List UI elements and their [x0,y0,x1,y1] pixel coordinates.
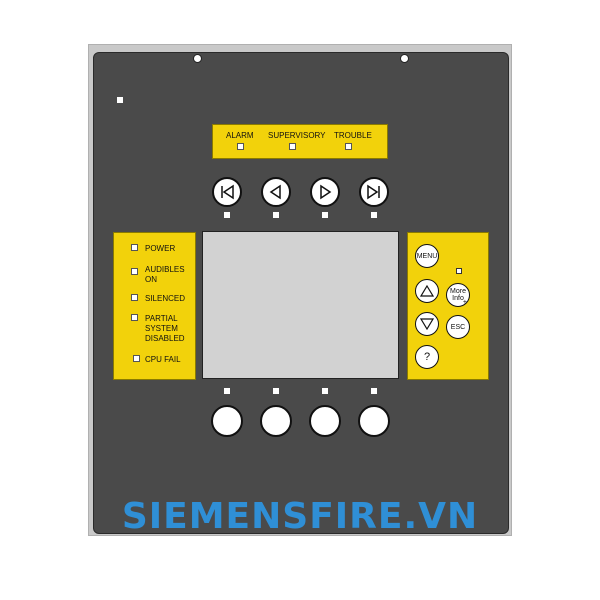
audibles-on-led [131,268,138,275]
supervisory-led [289,143,296,150]
skip-to-last-icon [367,184,380,200]
softkey-led-1 [224,388,230,394]
power-led [131,244,138,251]
trouble-label: TROUBLE [334,131,372,140]
nav-led-1 [224,212,230,218]
nav-led-4 [371,212,377,218]
mounting-hole-left [193,54,202,63]
esc-button[interactable]: ESC [446,315,470,339]
audibles-on-label-line2: ON [145,275,157,284]
previous-button[interactable] [261,177,291,207]
more-info-label-line1: More [450,288,466,295]
mounting-hole-right [400,54,409,63]
nav-led-2 [273,212,279,218]
indicator-panel: POWER AUDIBLES ON SILENCED PARTIAL SYSTE… [113,232,196,380]
softkey-4[interactable] [358,405,390,437]
up-arrow-icon [420,285,434,297]
cpu-fail-label: CPU FAIL [145,355,181,364]
softkey-3[interactable] [309,405,341,437]
lcd-display [202,231,399,379]
corner-indicator [117,97,123,103]
silenced-label: SILENCED [145,294,186,303]
skip-to-first-icon [221,184,234,200]
softkey-1[interactable] [211,405,243,437]
softkey-led-2 [273,388,279,394]
more-info-button[interactable]: More Info + [446,283,470,307]
softkey-2[interactable] [260,405,292,437]
more-info-plus: + [462,299,467,306]
partial-label-line1: PARTIAL [145,314,178,323]
more-info-led [456,268,462,274]
last-button[interactable] [359,177,389,207]
down-arrow-icon [420,318,434,330]
next-icon [320,184,332,200]
first-button[interactable] [212,177,242,207]
trouble-led [345,143,352,150]
up-button[interactable] [415,279,439,303]
more-info-label-line2: Info [452,295,464,302]
softkey-led-3 [322,388,328,394]
help-button[interactable]: ? [415,345,439,369]
softkey-led-4 [371,388,377,394]
status-label-strip: ALARM SUPERVISORY TROUBLE [212,124,388,159]
watermark: SIEMENSFIRE.VN [121,496,479,537]
menu-button[interactable]: MENU [415,244,439,268]
partial-label-line3: DISABLED [145,334,185,343]
audibles-on-label-line1: AUDIBLES [145,265,185,274]
cpu-fail-led [133,355,140,362]
next-button[interactable] [310,177,340,207]
silenced-led [131,294,138,301]
alarm-label: ALARM [226,131,254,140]
partial-system-disabled-led [131,314,138,321]
partial-label-line2: SYSTEM [145,324,178,333]
alarm-led [237,143,244,150]
nav-led-3 [322,212,328,218]
previous-icon [269,184,281,200]
supervisory-label: SUPERVISORY [268,131,326,140]
power-label: POWER [145,244,176,253]
down-button[interactable] [415,312,439,336]
